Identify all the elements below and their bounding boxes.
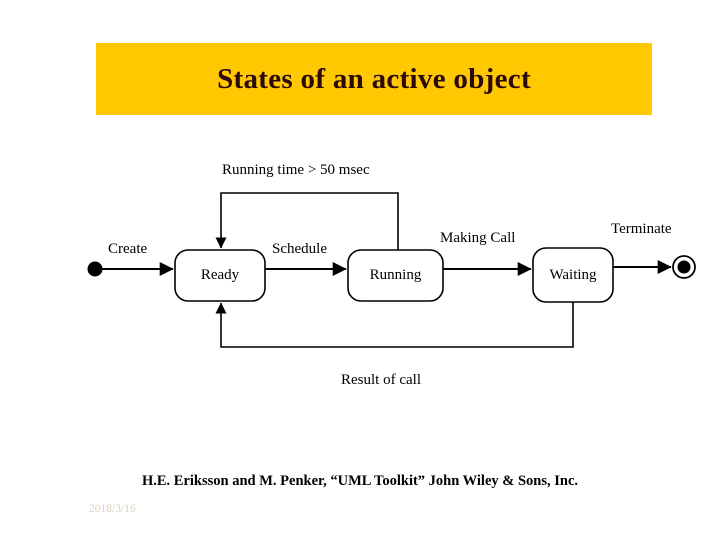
title-banner: States of an active object <box>96 43 652 115</box>
page-title: States of an active object <box>217 62 531 95</box>
state-label-waiting: Waiting <box>549 266 597 283</box>
final-state-node-ring <box>672 255 696 279</box>
transition-label-create: Create <box>108 241 148 257</box>
final-state-node-dot <box>677 260 691 274</box>
state-label-running: Running <box>369 267 422 283</box>
initial-state-node <box>87 261 103 277</box>
footer-date: 2018/3/16 <box>89 503 136 515</box>
transition-label-schedule: Schedule <box>272 241 327 257</box>
state-label-ready: Ready <box>200 267 240 283</box>
transition-label-making-call: Making Call <box>440 230 516 246</box>
transition-label-result-of-call: Result of call <box>341 372 421 388</box>
footer-citation: H.E. Eriksson and M. Penker, “UML Toolki… <box>141 473 579 489</box>
transition-label-timeout: Running time > 50 msec <box>222 162 370 178</box>
transition-label-terminate: Terminate <box>611 221 672 237</box>
transition-result-path <box>215 302 574 348</box>
